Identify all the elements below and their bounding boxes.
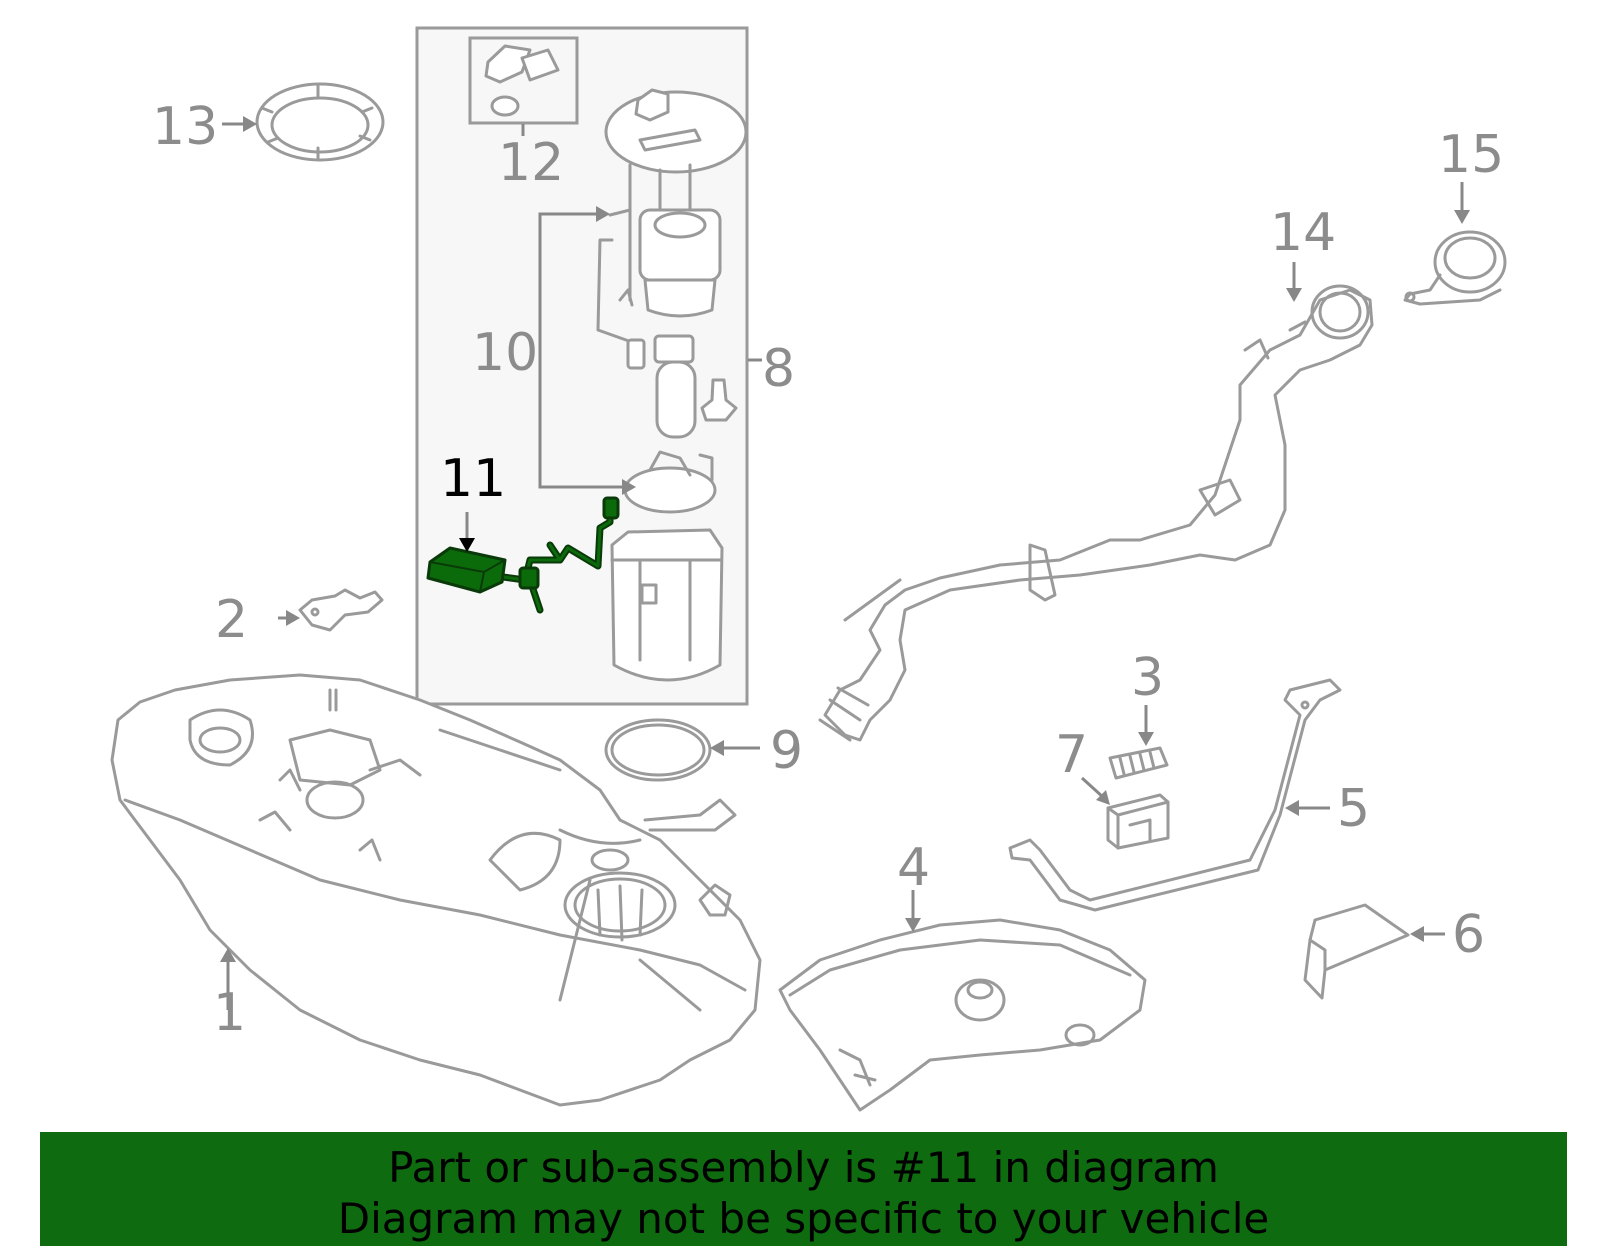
callout-9: 9	[770, 721, 803, 781]
callout-14: 14	[1270, 203, 1336, 263]
part-12-connector[interactable]	[484, 44, 560, 117]
callout-7: 7	[1055, 725, 1088, 785]
callout-10: 10	[472, 323, 538, 383]
banner-line-2: Diagram may not be specific to your vehi…	[337, 1194, 1270, 1243]
part-3-clip[interactable]	[1108, 746, 1169, 780]
callout-1: 1	[213, 983, 246, 1043]
callout-15: 15	[1438, 125, 1504, 185]
callout-5: 5	[1337, 779, 1370, 839]
part-4-heat-shield[interactable]	[778, 918, 1147, 1112]
part-15-fuel-cap[interactable]	[1403, 230, 1507, 306]
callout-6: 6	[1452, 905, 1485, 965]
part-1-fuel-tank[interactable]	[110, 673, 762, 1107]
callout-12: 12	[498, 133, 564, 193]
callout-8: 8	[762, 339, 795, 399]
callout-4: 4	[897, 838, 930, 898]
callout-13: 13	[152, 97, 218, 157]
part-5-strap[interactable]	[1008, 678, 1342, 912]
pump-module[interactable]	[596, 88, 748, 682]
callout-11: 11	[440, 449, 506, 509]
part-11-highlighted[interactable]	[426, 496, 620, 614]
callout-2: 2	[215, 590, 248, 650]
part-13-lock-ring[interactable]	[255, 82, 385, 162]
part-14-filler-neck[interactable]	[818, 284, 1374, 742]
info-banner: Part or sub-assembly is #11 in diagram D…	[40, 1132, 1567, 1246]
part-9-gasket[interactable]	[604, 718, 712, 782]
banner-line-1: Part or sub-assembly is #11 in diagram	[388, 1143, 1219, 1192]
part-2-bracket[interactable]	[298, 588, 384, 632]
callout-3: 3	[1131, 648, 1164, 708]
part-6-pad[interactable]	[1303, 903, 1410, 1000]
part-7-block[interactable]	[1106, 793, 1170, 850]
